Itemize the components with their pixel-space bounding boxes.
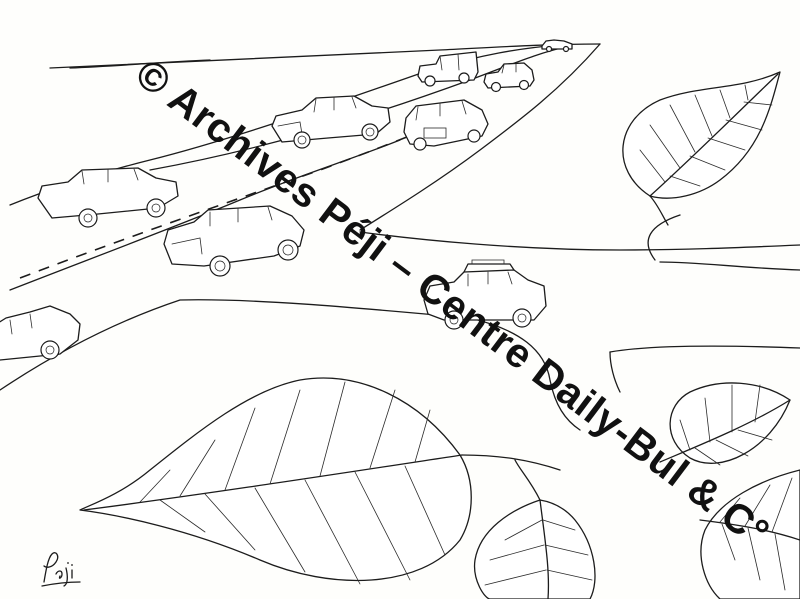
- cross-road: [359, 214, 800, 393]
- car-upper-middle: [271, 95, 391, 149]
- handwritten-signature-icon: [41, 552, 81, 587]
- leaf-bottom-right: [699, 469, 800, 599]
- car-roof-rack: [423, 259, 547, 330]
- leaf-large-center: [79, 377, 561, 585]
- car-distant-1: [541, 39, 573, 53]
- leaf-bottom-center: [473, 459, 596, 599]
- leaf-right-middle: [659, 382, 791, 466]
- car-right-lane: [403, 99, 489, 151]
- car-bottom-left: [0, 305, 81, 361]
- car-far-right: [483, 62, 535, 93]
- leaf-top-right: [622, 71, 781, 226]
- truck: [417, 51, 479, 87]
- car-front-lane: [163, 205, 305, 277]
- car-left-lane: [37, 167, 179, 228]
